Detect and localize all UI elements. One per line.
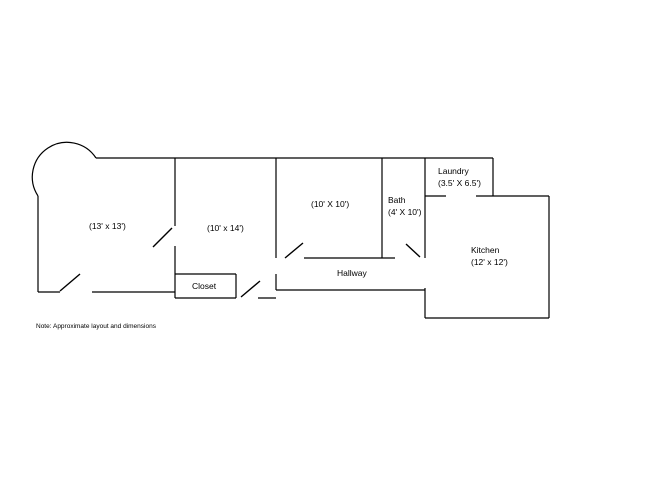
laundry bbox=[425, 157, 494, 197]
bedroom-3 bbox=[276, 157, 395, 259]
hallway-label: Hallway bbox=[337, 268, 368, 278]
bath-dims: (4' X 10') bbox=[388, 207, 422, 217]
bedroom-3-door bbox=[284, 242, 304, 259]
bath-label: Bath bbox=[388, 195, 406, 205]
kitchen-dims: (12' x 12') bbox=[471, 257, 508, 267]
bedroom-2-dims: (10' x 14') bbox=[207, 223, 244, 233]
bedroom-1 bbox=[31, 141, 175, 293]
laundry-label: Laundry bbox=[438, 166, 469, 176]
kitchen bbox=[424, 195, 550, 319]
laundry-dims: (3.5' X 6.5') bbox=[438, 178, 481, 188]
bath-door bbox=[405, 243, 421, 258]
layout-note: Note: Approximate layout and dimensions bbox=[36, 323, 157, 330]
bath bbox=[382, 157, 426, 258]
closet-label: Closet bbox=[192, 281, 217, 291]
bedroom-2-door bbox=[240, 280, 261, 298]
bedroom-2 bbox=[152, 157, 277, 299]
entry-door bbox=[59, 273, 81, 292]
round-bay-wall bbox=[31, 141, 97, 197]
bedroom-1-dims: (13' x 13') bbox=[89, 221, 126, 231]
bedroom-3-dims: (10' X 10') bbox=[311, 199, 349, 209]
bedroom-1-door bbox=[152, 227, 173, 248]
kitchen-label: Kitchen bbox=[471, 245, 500, 255]
